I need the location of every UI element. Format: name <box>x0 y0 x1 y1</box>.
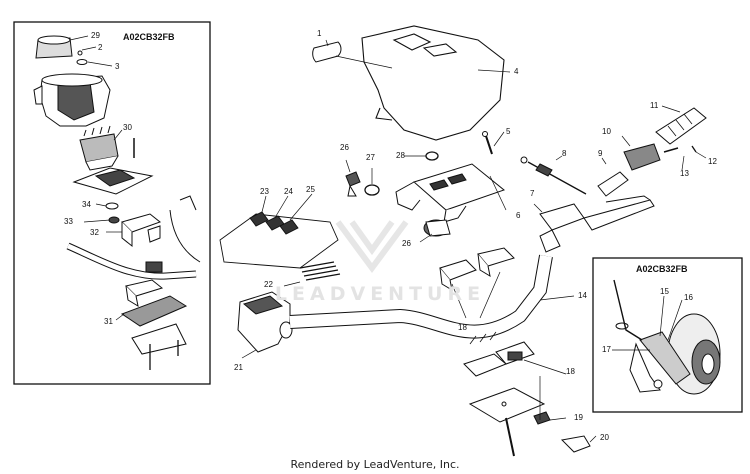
callout-4: 4 <box>514 67 519 76</box>
grip-lower <box>597 171 629 197</box>
callout-9: 9 <box>598 149 603 158</box>
clamps-upper-18 <box>439 247 515 292</box>
callout-1: 1 <box>317 29 322 38</box>
handlebar <box>289 254 553 345</box>
callout-26b: 26 <box>402 239 411 248</box>
callout-31: 31 <box>104 317 113 326</box>
left-inset-frame <box>13 21 211 385</box>
right-inset-code: A02CB32FB <box>636 264 688 274</box>
pin-12 <box>691 145 697 153</box>
callout-6: 6 <box>516 211 521 220</box>
grommet-27 <box>364 184 380 196</box>
right-inset-leaders <box>612 295 683 351</box>
callout-29: 29 <box>91 31 100 40</box>
callout-30: 30 <box>123 123 132 132</box>
callout-22: 22 <box>264 280 273 289</box>
callout-16: 16 <box>684 293 693 302</box>
cover-screw <box>485 135 493 155</box>
washer-34 <box>105 202 119 210</box>
switch-26-upper <box>345 171 361 197</box>
switch-cap <box>35 35 73 59</box>
cover-pad <box>312 41 342 63</box>
callout-27: 27 <box>366 153 375 162</box>
washer-small <box>76 59 88 65</box>
callout-21: 21 <box>234 363 243 372</box>
callout-8: 8 <box>562 149 567 158</box>
callout-2: 2 <box>98 43 103 52</box>
callout-33: 33 <box>64 217 73 226</box>
clamps-lower-18 <box>463 341 535 377</box>
cable-end <box>520 156 528 164</box>
right-inset: A02CB32FB 15 16 17 <box>592 257 743 413</box>
callout-34: 34 <box>82 200 91 209</box>
clamp-lower-left <box>125 261 164 308</box>
nut-33 <box>108 216 120 224</box>
clamp-upper-left <box>121 213 162 248</box>
switch-housing <box>33 73 111 127</box>
callout-25: 25 <box>306 185 315 194</box>
clip-20 <box>560 435 591 453</box>
callout-10: 10 <box>602 127 611 136</box>
brake-master-cylinder <box>539 195 655 253</box>
ignition-switch <box>79 125 119 171</box>
callout-24: 24 <box>284 187 293 196</box>
main-leaders <box>241 39 707 443</box>
mount-plate <box>468 387 546 423</box>
watermark-logo <box>335 220 409 274</box>
grip-11 <box>655 107 707 145</box>
left-inset: A02CB32FB <box>13 21 211 385</box>
screw-13 <box>663 147 679 153</box>
brake-cable-inset <box>613 279 643 341</box>
callout-12: 12 <box>708 157 717 166</box>
callout-26a: 26 <box>340 143 349 152</box>
switch-26-lower <box>423 219 451 237</box>
decal-22 <box>299 261 341 281</box>
callout-5: 5 <box>506 127 511 136</box>
footer-credit: Rendered by LeadVenture, Inc. <box>290 458 460 471</box>
brake-arm <box>629 331 691 393</box>
callout-7: 7 <box>530 189 535 198</box>
callout-11: 11 <box>650 101 659 110</box>
callout-28: 28 <box>396 151 405 160</box>
handlebar-mount <box>120 295 188 355</box>
throttle-cable <box>527 161 587 195</box>
mount-bolt-main <box>505 417 515 457</box>
callout-18a: 18 <box>458 323 467 332</box>
nut-19 <box>533 411 551 425</box>
switch-panel <box>219 211 339 269</box>
left-inset-leaders <box>69 35 125 321</box>
throttle-housing <box>623 143 661 171</box>
callout-17: 17 <box>602 345 611 354</box>
callout-19: 19 <box>574 413 583 422</box>
callout-3: 3 <box>115 62 120 71</box>
callout-15: 15 <box>660 287 669 296</box>
right-inset-frame <box>592 257 743 413</box>
callout-32: 32 <box>90 228 99 237</box>
switch-housing-21 <box>237 291 293 353</box>
watermark-text: LEADVENTURE <box>274 283 486 305</box>
callout-20: 20 <box>600 433 609 442</box>
left-inset-code: A02CB32FB <box>123 32 175 42</box>
screw-small <box>77 50 83 56</box>
switch-bracket <box>72 167 154 195</box>
callout-18b: 18 <box>566 367 575 376</box>
cover-bracket <box>395 163 506 223</box>
handlebar-cover <box>361 25 505 141</box>
callout-14: 14 <box>578 291 587 300</box>
washer-28 <box>425 151 439 161</box>
callout-13: 13 <box>680 169 689 178</box>
callout-23: 23 <box>260 187 269 196</box>
